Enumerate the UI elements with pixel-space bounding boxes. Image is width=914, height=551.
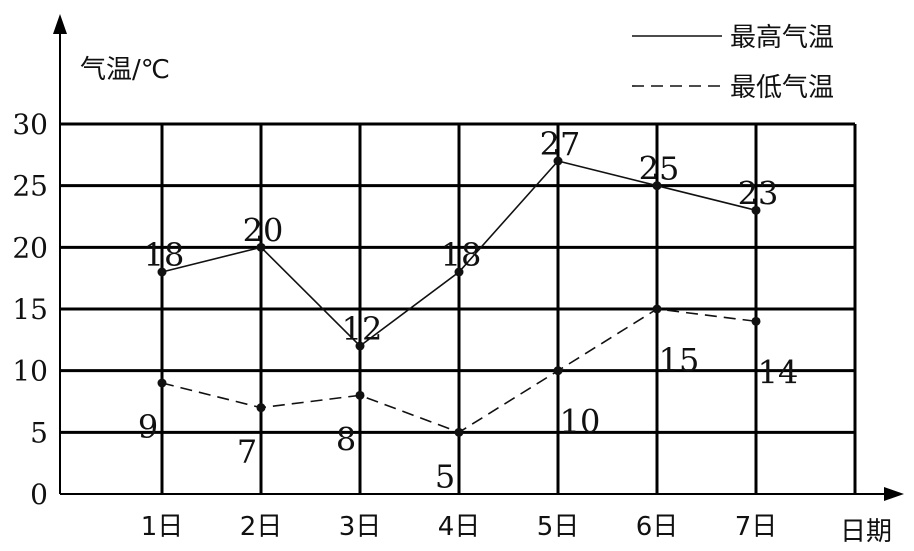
x-axis-label: 日期 bbox=[840, 517, 892, 547]
data-label: 5 bbox=[435, 457, 455, 495]
data-label: 9 bbox=[138, 408, 158, 446]
data-label: 10 bbox=[560, 403, 601, 441]
data-label: 12 bbox=[342, 310, 383, 348]
y-tick-label: 10 bbox=[12, 355, 48, 388]
data-point bbox=[355, 390, 365, 400]
y-axis-label: 气温/℃ bbox=[80, 55, 170, 85]
data-point bbox=[553, 156, 563, 166]
x-axis-arrow bbox=[884, 487, 904, 501]
y-tick-label: 20 bbox=[12, 231, 48, 264]
y-tick-label: 15 bbox=[12, 293, 48, 326]
data-point bbox=[157, 378, 167, 388]
data-point bbox=[256, 403, 266, 413]
y-tick-label: 5 bbox=[30, 416, 48, 449]
data-label: 23 bbox=[738, 174, 779, 212]
data-point bbox=[157, 267, 167, 277]
data-label: 27 bbox=[540, 125, 581, 163]
axes-layer bbox=[53, 14, 904, 501]
label-layer: 18 20 12 18 27 25 23 9 7 8 5 10 15 14 bbox=[138, 125, 799, 495]
tick-layer: 0 5 10 15 20 25 30 1日 2日 3日 4日 5日 6日 7日 bbox=[12, 108, 777, 542]
x-tick-label: 3日 bbox=[339, 512, 382, 542]
series-layer bbox=[157, 156, 761, 437]
data-label: 14 bbox=[758, 353, 799, 391]
data-point bbox=[751, 316, 761, 326]
y-tick-label: 0 bbox=[30, 478, 48, 511]
data-label: 8 bbox=[336, 420, 356, 458]
data-point bbox=[256, 242, 266, 252]
data-label: 15 bbox=[659, 341, 700, 379]
data-label: 18 bbox=[441, 236, 482, 274]
data-point bbox=[454, 267, 464, 277]
x-tick-label: 6日 bbox=[636, 512, 679, 542]
x-tick-label: 1日 bbox=[141, 512, 184, 542]
data-label: 25 bbox=[639, 150, 680, 188]
grid-layer bbox=[60, 122, 857, 494]
data-label: 7 bbox=[237, 433, 257, 471]
data-point bbox=[652, 181, 662, 191]
y-tick-label: 25 bbox=[12, 170, 48, 203]
y-axis-arrow bbox=[53, 14, 67, 34]
legend-label-high: 最高气温 bbox=[730, 23, 834, 53]
data-label: 20 bbox=[243, 211, 284, 249]
data-point bbox=[652, 304, 662, 314]
x-tick-label: 2日 bbox=[240, 512, 283, 542]
data-point bbox=[553, 366, 563, 376]
data-point bbox=[355, 341, 365, 351]
x-tick-label: 5日 bbox=[537, 512, 580, 542]
legend: 最高气温 最低气温 bbox=[632, 23, 834, 103]
x-tick-label: 7日 bbox=[735, 512, 778, 542]
x-tick-label: 4日 bbox=[438, 512, 481, 542]
y-tick-label: 30 bbox=[12, 108, 48, 141]
data-point bbox=[751, 205, 761, 215]
data-label: 18 bbox=[144, 236, 185, 274]
data-point bbox=[454, 427, 464, 437]
legend-label-low: 最低气温 bbox=[730, 73, 834, 103]
